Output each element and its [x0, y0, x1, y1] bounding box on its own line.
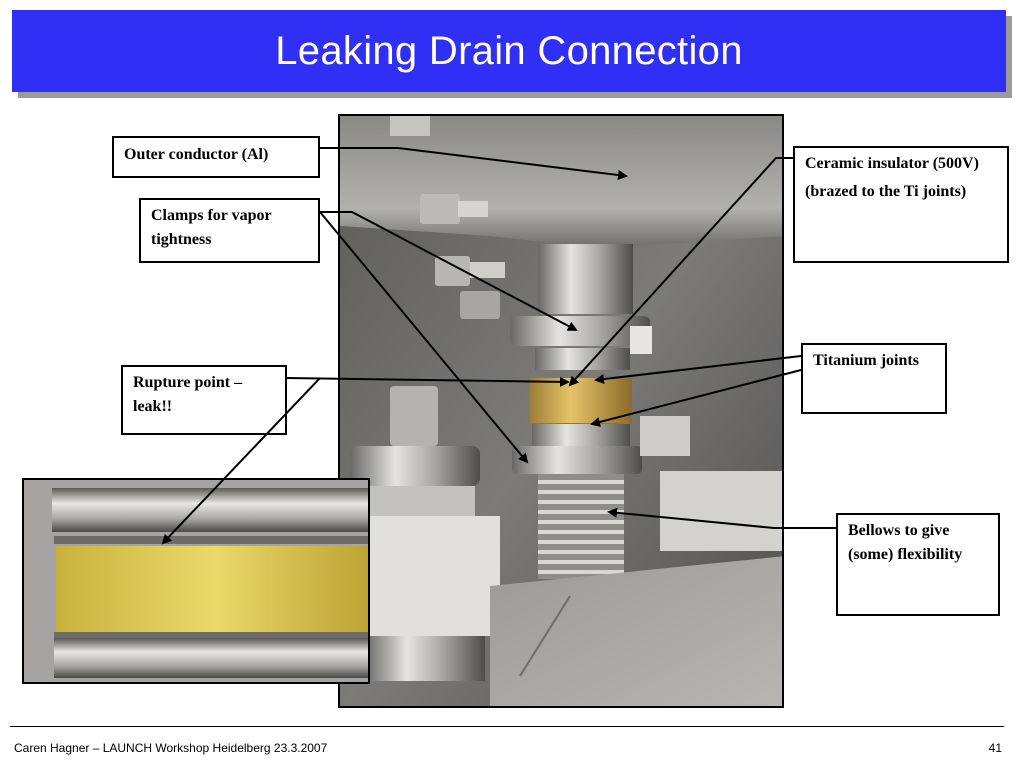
titanium-joints-label: Titanium joints [801, 343, 947, 414]
clamps-label: Clamps for vapor tightness [139, 198, 320, 263]
titanium-joints-text: Titanium joints [813, 352, 919, 369]
ceramic-brazed-text: (brazed to the Ti joints) [805, 183, 967, 200]
ceramic-closeup-inset [22, 478, 370, 684]
title-bar: Leaking Drain Connection [12, 10, 1006, 92]
rupture-point-label: Rupture point – leak!! [121, 365, 287, 435]
footer-divider [10, 726, 1004, 727]
slide-title: Leaking Drain Connection [275, 28, 743, 73]
bellows-text: Bellows to give (some) flexibility [848, 522, 963, 563]
footer-text: Caren Hagner – LAUNCH Workshop Heidelber… [14, 741, 328, 755]
ceramic-insulator-label: Ceramic insulator (500V) (brazed to the … [793, 146, 1009, 263]
page-number: 41 [988, 741, 1002, 755]
clamps-text: Clamps for vapor tightness [151, 207, 272, 248]
bellows-label: Bellows to give (some) flexibility [836, 513, 1000, 616]
rupture-point-text: Rupture point – leak!! [133, 374, 243, 415]
ceramic-insulator-text: Ceramic insulator (500V) [805, 155, 979, 172]
outer-conductor-text: Outer conductor (Al) [124, 146, 269, 163]
drain-connection-photo [338, 114, 784, 708]
outer-conductor-label: Outer conductor (Al) [112, 136, 320, 178]
